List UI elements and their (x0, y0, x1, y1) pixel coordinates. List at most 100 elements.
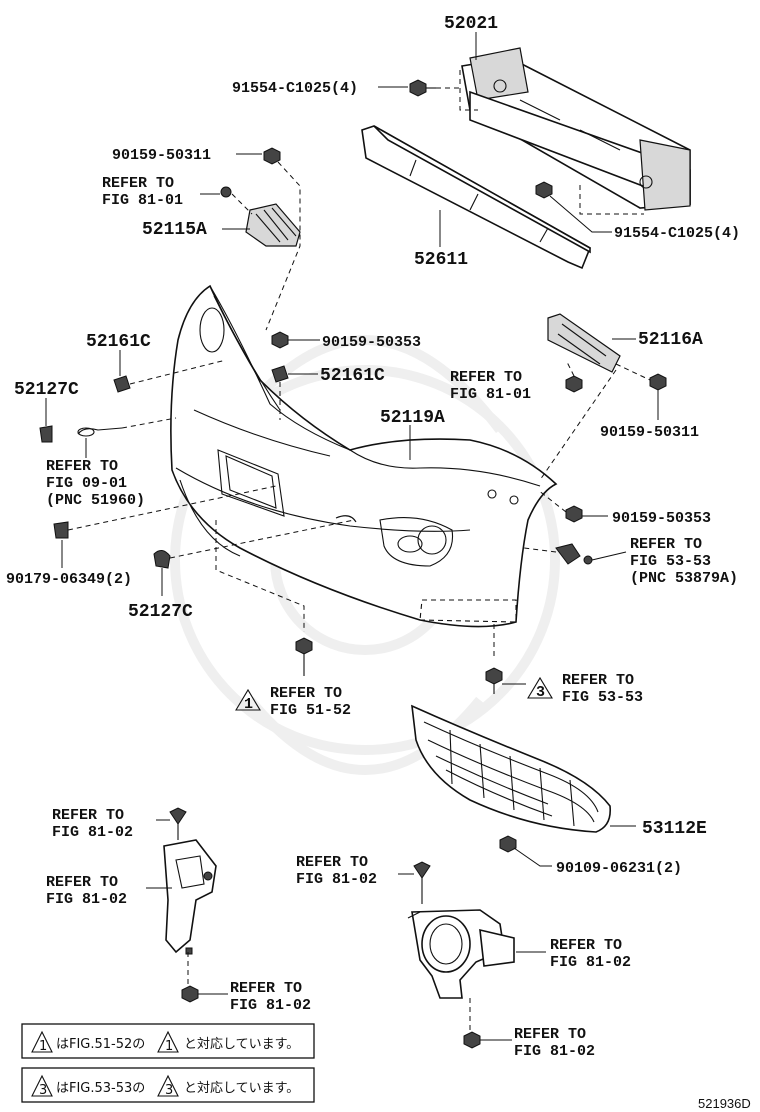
triangle-note-3-icon (527, 676, 553, 699)
refer-09-01-line1: REFER TO (46, 458, 118, 475)
triangle-note-1-icon (157, 1030, 179, 1053)
refer-51-52-line1: REFER TO (270, 685, 342, 702)
dash-screw-right-upper (615, 363, 651, 381)
refer-81-02-d-line2: FIG 81-02 (296, 871, 377, 888)
bumper-reinforcement-52021 (461, 47, 691, 211)
bumper-side-bracket-52115a (245, 203, 301, 247)
triangle-1-number: 1 (244, 696, 253, 713)
note-1-text-a: はFIG.51-52の (56, 1037, 145, 1052)
label-bolt-upper: 91554-C1025(4) (232, 80, 358, 97)
dash-52161c-left (129, 359, 227, 385)
label-52161c-left: 52161C (86, 332, 151, 352)
fog-lamp-bracket-left (163, 839, 217, 955)
refer-81-02-b-line2: FIG 81-02 (46, 891, 127, 908)
figure-id: 521936D (698, 1096, 751, 1111)
screw-icon (499, 835, 517, 853)
note-1-number-a: 1 (39, 1039, 47, 1054)
refer-81-02-c-line2: FIG 81-02 (230, 997, 311, 1014)
bolt-icon (409, 79, 436, 97)
leader-line (591, 551, 627, 561)
refer-81-02-e-line1: REFER TO (550, 937, 622, 954)
triangle-note-1-icon (235, 688, 261, 711)
leader-line (513, 847, 552, 867)
label-52115a: 52115A (142, 220, 207, 240)
lower-grille-53112e (411, 704, 612, 833)
clip-icon (413, 861, 431, 904)
cap-icon (39, 425, 53, 443)
refer-81-01-a-line2: FIG 81-01 (102, 192, 183, 209)
refer-53-53-b-line2: FIG 53-53 (562, 689, 643, 706)
refer-53-53-a-line2: FIG 53-53 (630, 553, 711, 570)
bolt-icon (485, 667, 503, 694)
screw-icon (271, 331, 289, 349)
note-box-3: 3 はFIG.53-53の 3 と対応しています。 (21, 1067, 315, 1103)
label-screw-center: 90159-50353 (322, 334, 421, 351)
screw-icon (565, 505, 583, 523)
note-1-number-b: 1 (165, 1039, 173, 1054)
triangle-note-1-icon (31, 1030, 53, 1053)
refer-53-53-b-line1: REFER TO (562, 672, 634, 689)
cap-icon (153, 550, 171, 569)
refer-81-02-f-line1: REFER TO (514, 1026, 586, 1043)
clip-icon (271, 365, 289, 383)
label-52161c-center: 52161C (320, 366, 385, 386)
label-screw-left: 90159-50311 (112, 147, 211, 164)
dash-52021-bracket-left (459, 70, 478, 111)
dash-screw-right-lower (537, 489, 567, 513)
bolt-icon (535, 181, 553, 199)
triangle-note-3-icon (31, 1074, 53, 1097)
energy-absorber-52611 (361, 125, 592, 270)
label-screw-right-upper: 90159-50311 (600, 424, 699, 441)
dash-screw-left (265, 161, 301, 331)
screw-icon (649, 373, 667, 391)
fog-lamp-assembly (407, 909, 515, 999)
refer-51-52-line2: FIG 51-52 (270, 702, 351, 719)
note-1-text-b: と対応しています。 (184, 1037, 299, 1052)
dash-tow-hook (121, 417, 177, 429)
refer-53-53-a-line3: (PNC 53879A) (630, 570, 738, 587)
clip-icon (113, 375, 131, 393)
screw-icon (263, 147, 281, 165)
label-52127c-left: 52127C (14, 380, 79, 400)
refer-81-02-d-line1: REFER TO (296, 854, 368, 871)
dash-52127c-lower (169, 519, 355, 559)
clip-icon (53, 521, 69, 539)
label-screw-grille: 90109-06231(2) (556, 860, 682, 877)
refer-09-01-line2: FIG 09-01 (46, 475, 127, 492)
triangle-note-3-icon (157, 1074, 179, 1097)
label-52127c-lower: 52127C (128, 602, 193, 622)
leader-line (549, 195, 612, 233)
refer-81-02-c-line1: REFER TO (230, 980, 302, 997)
refer-81-01-b-line1: REFER TO (450, 369, 522, 386)
refer-81-01-b-line2: FIG 81-01 (450, 386, 531, 403)
note-3-number-b: 3 (165, 1083, 173, 1098)
refer-53-53-a-line1: REFER TO (630, 536, 702, 553)
fog-bracket-icon (555, 543, 593, 565)
refer-81-02-b-line1: REFER TO (46, 874, 118, 891)
note-3-text-b: と対応しています。 (184, 1081, 299, 1096)
label-53112e: 53112E (642, 819, 707, 839)
note-box-1: 1 はFIG.51-52の 1 と対応しています。 (21, 1023, 315, 1059)
bolt-icon (295, 637, 313, 676)
dash-52021-bracket-right (579, 185, 644, 215)
refer-09-01-line3: (PNC 51960) (46, 492, 145, 509)
bolt-icon (181, 985, 199, 1003)
label-52611: 52611 (414, 250, 468, 270)
label-bolt-right: 91554-C1025(4) (614, 225, 740, 242)
label-screw-right-lower: 90159-50353 (612, 510, 711, 527)
tow-hook-icon (77, 427, 123, 437)
refer-81-02-a-line1: REFER TO (52, 807, 124, 824)
triangle-3-number: 3 (536, 684, 545, 701)
dash-screw-right-upper-down (539, 369, 617, 481)
dash-clip-52115a (231, 193, 253, 215)
refer-81-02-f-line2: FIG 81-02 (514, 1043, 595, 1060)
note-3-number-a: 3 (39, 1083, 47, 1098)
label-52021: 52021 (444, 14, 498, 34)
label-52116a: 52116A (638, 330, 703, 350)
clip-icon (169, 807, 187, 840)
refer-81-02-a-line2: FIG 81-02 (52, 824, 133, 841)
clip-icon (220, 186, 232, 198)
bumper-cover-52119a (170, 284, 558, 628)
bolt-icon (463, 1031, 481, 1049)
